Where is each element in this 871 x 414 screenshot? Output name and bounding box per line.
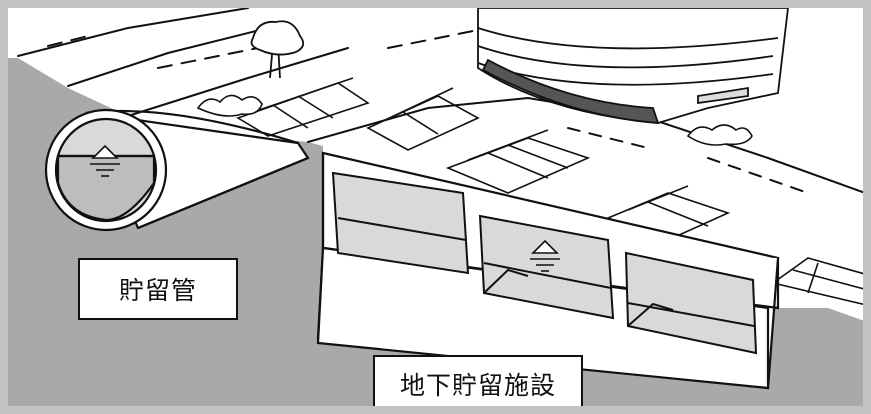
storage-facility-illustration <box>8 8 863 406</box>
culvert-cells <box>331 171 758 355</box>
water-level-icon <box>530 239 560 272</box>
water-level-icon <box>90 144 120 177</box>
storage-pipe-label: 貯留管 <box>78 258 238 320</box>
shrub-icon <box>196 94 753 146</box>
paving-grid <box>236 77 863 306</box>
storage-pipe <box>44 108 310 232</box>
underground-facility-label: 地下貯留施設 <box>373 355 583 406</box>
building-icon <box>477 8 789 125</box>
tree-icon <box>250 20 305 79</box>
